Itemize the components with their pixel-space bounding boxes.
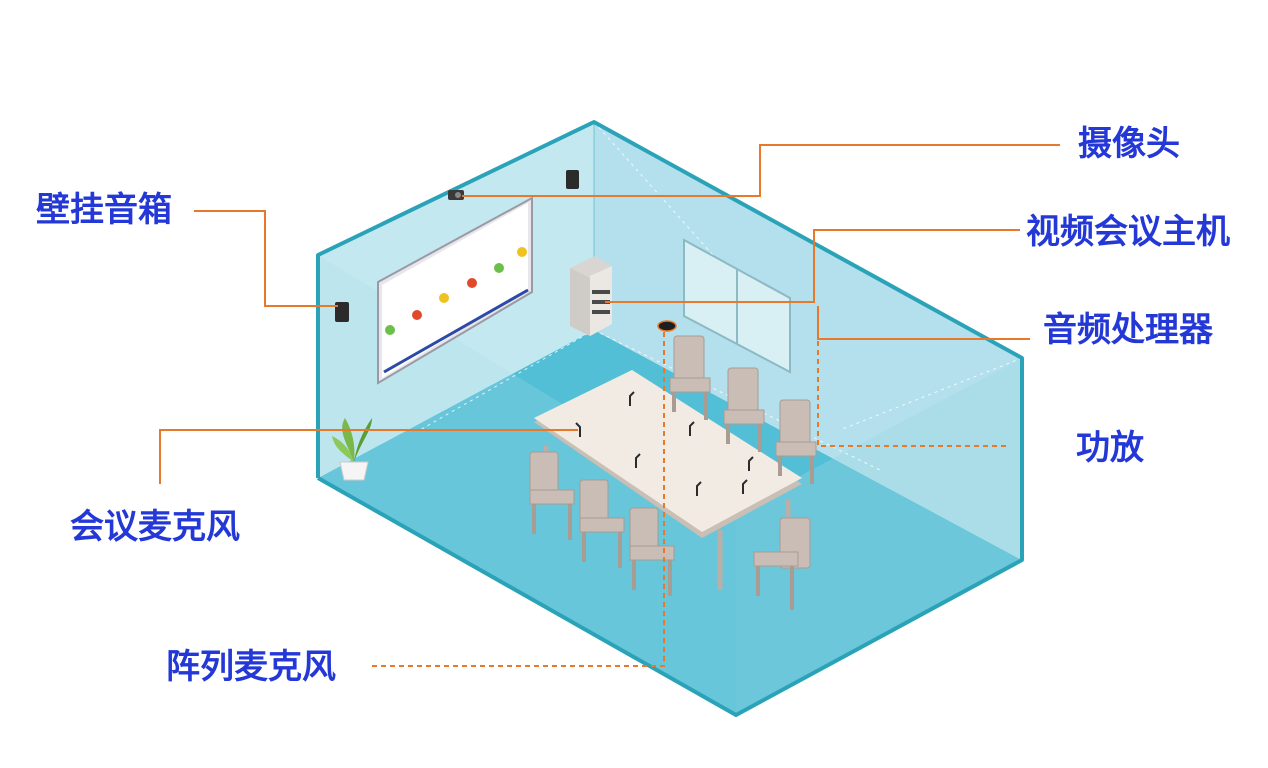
equipment-rack (570, 256, 612, 336)
label-conference-microphone: 会议麦克风 (70, 507, 240, 547)
label-video-conference-host: 视频会议主机 (1026, 212, 1230, 252)
camera-device (448, 190, 464, 200)
right-wall-speaker (566, 170, 579, 189)
back-right-wall (594, 122, 1022, 560)
leader-lines (159, 144, 1060, 667)
leader-dsp (817, 306, 1030, 340)
display-screen (377, 196, 533, 385)
window (683, 238, 791, 374)
leader-host (605, 229, 1020, 303)
array-microphone-device (657, 320, 677, 332)
chairs (529, 335, 817, 610)
label-wall-speaker: 壁挂音箱 (36, 190, 172, 230)
leader-conference-mic (159, 429, 578, 484)
leader-camera (462, 144, 1060, 197)
left-wall-speaker (335, 302, 349, 322)
label-audio-processor: 音频处理器 (1043, 310, 1213, 350)
label-amplifier: 功放 (1076, 428, 1144, 468)
front-right-wall (736, 358, 1022, 715)
label-camera: 摄像头 (1078, 124, 1180, 164)
room-floor (318, 330, 1022, 715)
leader-amp (817, 330, 1006, 447)
leader-wall-speaker (194, 210, 338, 307)
leader-array-mic (372, 332, 665, 667)
table-microphones (575, 391, 754, 496)
front-left-wall (318, 255, 736, 715)
label-array-microphone: 阵列麦克风 (166, 647, 336, 687)
